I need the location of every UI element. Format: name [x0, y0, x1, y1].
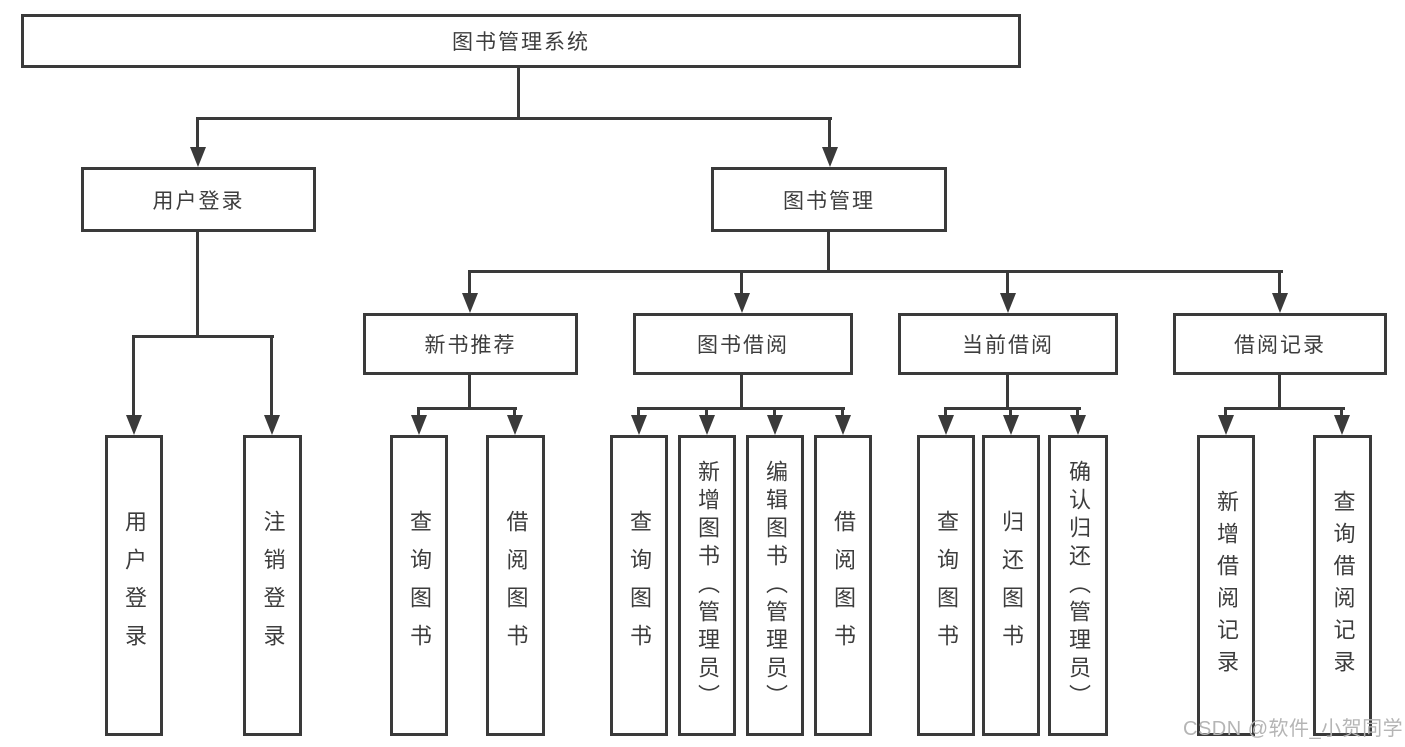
- connector-line: [841, 407, 844, 417]
- node-label: 用户登录: [122, 509, 147, 662]
- arrowhead-down-icon: [938, 415, 954, 435]
- node-label: 注销登录: [260, 509, 286, 662]
- connector-line: [828, 117, 831, 149]
- arrowhead-down-icon: [835, 415, 851, 435]
- arrowhead-down-icon: [1000, 293, 1016, 313]
- leaf-query-books-borrowing: 查询图书: [610, 435, 668, 736]
- connector-line: [1224, 407, 1345, 410]
- node-label: 图书借阅: [697, 334, 789, 357]
- leaf-return-books: 归还图书: [982, 435, 1040, 736]
- node-label: 新增图书（管理员）: [695, 459, 720, 712]
- leaf-query-books-current: 查询图书: [917, 435, 975, 736]
- connector-line: [1340, 407, 1343, 417]
- node-label: 新增借阅记录: [1214, 489, 1239, 682]
- arrowhead-down-icon: [631, 415, 647, 435]
- node-label: 查询图书: [407, 509, 432, 662]
- arrowhead-down-icon: [1070, 415, 1086, 435]
- connector-line: [827, 230, 830, 273]
- connector-line: [1224, 407, 1227, 417]
- connector-line: [513, 407, 516, 417]
- leaf-add-books-admin: 新增图书（管理员）: [678, 435, 736, 736]
- leaf-borrow-books-recommend: 借阅图书: [486, 435, 545, 736]
- arrowhead-down-icon: [1003, 415, 1019, 435]
- arrowhead-down-icon: [699, 415, 715, 435]
- connector-line: [132, 335, 135, 417]
- watermark: CSDN @软件_小贺同学: [1183, 718, 1404, 740]
- node-book-management: 图书管理: [711, 167, 947, 232]
- leaf-add-borrow-record: 新增借阅记录: [1197, 435, 1255, 736]
- connector-line: [196, 117, 832, 120]
- node-borrowing-records: 借阅记录: [1173, 313, 1387, 375]
- node-book-borrowing: 图书借阅: [633, 313, 853, 375]
- node-current-borrowing: 当前借阅: [898, 313, 1118, 375]
- connector-line: [637, 407, 640, 417]
- arrowhead-down-icon: [411, 415, 427, 435]
- connector-line: [1006, 270, 1009, 295]
- arrowhead-down-icon: [1218, 415, 1234, 435]
- node-new-book-recommendation: 新书推荐: [363, 313, 578, 375]
- node-label: 归还图书: [999, 509, 1024, 662]
- arrowhead-down-icon: [767, 415, 783, 435]
- connector-line: [740, 373, 743, 410]
- connector-line: [468, 270, 471, 295]
- node-label: 借阅图书: [503, 509, 529, 662]
- arrowhead-down-icon: [264, 415, 280, 435]
- connector-line: [944, 407, 947, 417]
- leaf-query-borrow-record: 查询借阅记录: [1313, 435, 1372, 736]
- arrowhead-down-icon: [734, 293, 750, 313]
- connector-line: [468, 373, 471, 410]
- connector-line: [517, 65, 520, 120]
- leaf-query-books-recommend: 查询图书: [390, 435, 448, 736]
- node-label: 用户登录: [152, 189, 245, 213]
- arrowhead-down-icon: [1334, 415, 1350, 435]
- arrowhead-down-icon: [507, 415, 523, 435]
- leaf-user-login: 用户登录: [105, 435, 163, 736]
- leaf-borrow-books-borrowing: 借阅图书: [814, 435, 872, 736]
- arrowhead-down-icon: [190, 147, 206, 167]
- node-user-login: 用户登录: [81, 167, 316, 232]
- node-label: 查询借阅记录: [1330, 489, 1356, 682]
- connector-line: [705, 407, 708, 417]
- arrowhead-down-icon: [126, 415, 142, 435]
- node-label: 确认归还（管理员）: [1066, 459, 1091, 712]
- connector-line: [944, 407, 1081, 410]
- node-label: 借阅图书: [831, 509, 856, 662]
- connector-line: [1006, 373, 1009, 410]
- connector-line: [417, 407, 420, 417]
- connector-line: [1009, 407, 1012, 417]
- node-label: 查询图书: [627, 509, 652, 662]
- node-label: 图书管理: [783, 189, 875, 213]
- node-label: 借阅记录: [1234, 334, 1326, 357]
- leaf-confirm-return-admin: 确认归还（管理员）: [1048, 435, 1108, 736]
- node-label: 查询图书: [934, 509, 959, 662]
- connector-line: [417, 407, 517, 410]
- connector-line: [773, 407, 776, 417]
- connector-line: [196, 117, 199, 149]
- arrowhead-down-icon: [1272, 293, 1288, 313]
- connector-line: [468, 270, 1283, 273]
- arrowhead-down-icon: [822, 147, 838, 167]
- connector-line: [1076, 407, 1079, 417]
- node-label: 编辑图书（管理员）: [763, 459, 788, 712]
- node-root-library-system: 图书管理系统: [21, 14, 1021, 68]
- node-label: 新书推荐: [424, 334, 517, 357]
- arrowhead-down-icon: [462, 293, 478, 313]
- connector-line: [637, 407, 845, 410]
- leaf-logout-login: 注销登录: [243, 435, 302, 736]
- connector-line: [1278, 373, 1281, 410]
- connector-line: [132, 335, 274, 338]
- connector-line: [740, 270, 743, 295]
- connector-line: [270, 335, 273, 417]
- node-label: 图书管理系统: [452, 31, 590, 54]
- leaf-edit-books-admin: 编辑图书（管理员）: [746, 435, 804, 736]
- connector-line: [1278, 270, 1281, 295]
- connector-line: [196, 230, 199, 338]
- node-label: 当前借阅: [962, 334, 1054, 357]
